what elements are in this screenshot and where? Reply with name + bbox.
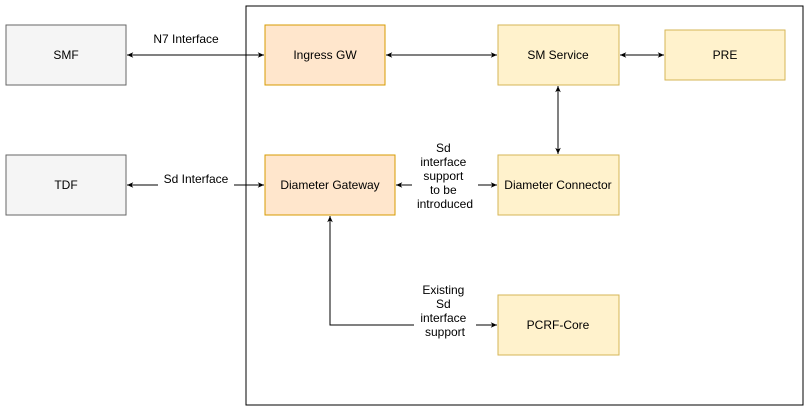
sd-new-label-line: to be bbox=[430, 183, 457, 197]
node-diameter-connector[interactable]: Diameter Connector bbox=[497, 154, 620, 216]
node-diameter-gateway-box bbox=[264, 154, 396, 216]
node-sm-service-box bbox=[497, 24, 620, 86]
node-pre-box bbox=[664, 29, 786, 81]
sd-interface-label: Sd Interface bbox=[164, 172, 229, 186]
sd-interface-label-bg bbox=[158, 172, 234, 186]
node-ingress-gw[interactable]: Ingress GW bbox=[264, 24, 386, 86]
node-diameter-gateway[interactable]: Diameter Gateway bbox=[264, 154, 396, 216]
n7-interface-label: N7 Interface bbox=[153, 32, 219, 46]
node-pcrf-core[interactable]: PCRF-Core bbox=[497, 294, 620, 356]
node-tdf-label: TDF bbox=[54, 178, 77, 192]
node-diameter-connector-label: Diameter Connector bbox=[504, 178, 611, 192]
node-pre-label: PRE bbox=[713, 48, 738, 62]
sd-existing-label-line: Existing bbox=[422, 283, 464, 297]
node-pcrf-core-box bbox=[497, 294, 620, 356]
sd-existing-label-bg bbox=[414, 284, 476, 340]
sd-existing-label-line: support bbox=[425, 325, 466, 339]
sd-new-label-line: interface bbox=[420, 155, 466, 169]
node-smf-box bbox=[5, 24, 127, 86]
sd-new-label: Sd interface support to be introduced bbox=[417, 141, 473, 211]
node-ingress-gw-label: Ingress GW bbox=[293, 48, 357, 62]
node-tdf-box bbox=[5, 154, 127, 216]
node-smf-label: SMF bbox=[53, 48, 78, 62]
node-smf[interactable]: SMF bbox=[5, 24, 127, 86]
node-sm-service[interactable]: SM Service bbox=[497, 24, 620, 86]
sd-existing-label: Existing Sd interface support bbox=[420, 283, 469, 339]
node-pcrf-core-label: PCRF-Core bbox=[527, 318, 590, 332]
sd-existing-label-line: Sd bbox=[436, 297, 451, 311]
node-pre[interactable]: PRE bbox=[664, 29, 786, 81]
sd-new-label-bg bbox=[412, 140, 478, 212]
sd-new-label-line: introduced bbox=[417, 197, 473, 211]
node-diameter-connector-box bbox=[497, 154, 620, 216]
node-tdf[interactable]: TDF bbox=[5, 154, 127, 216]
node-sm-service-label: SM Service bbox=[527, 48, 589, 62]
sd-new-label-line: support bbox=[423, 169, 464, 183]
node-ingress-gw-box bbox=[264, 24, 386, 86]
sd-existing-label-line: interface bbox=[420, 311, 466, 325]
node-diameter-gateway-label: Diameter Gateway bbox=[280, 178, 379, 192]
sd-new-label-line: Sd bbox=[436, 141, 451, 155]
